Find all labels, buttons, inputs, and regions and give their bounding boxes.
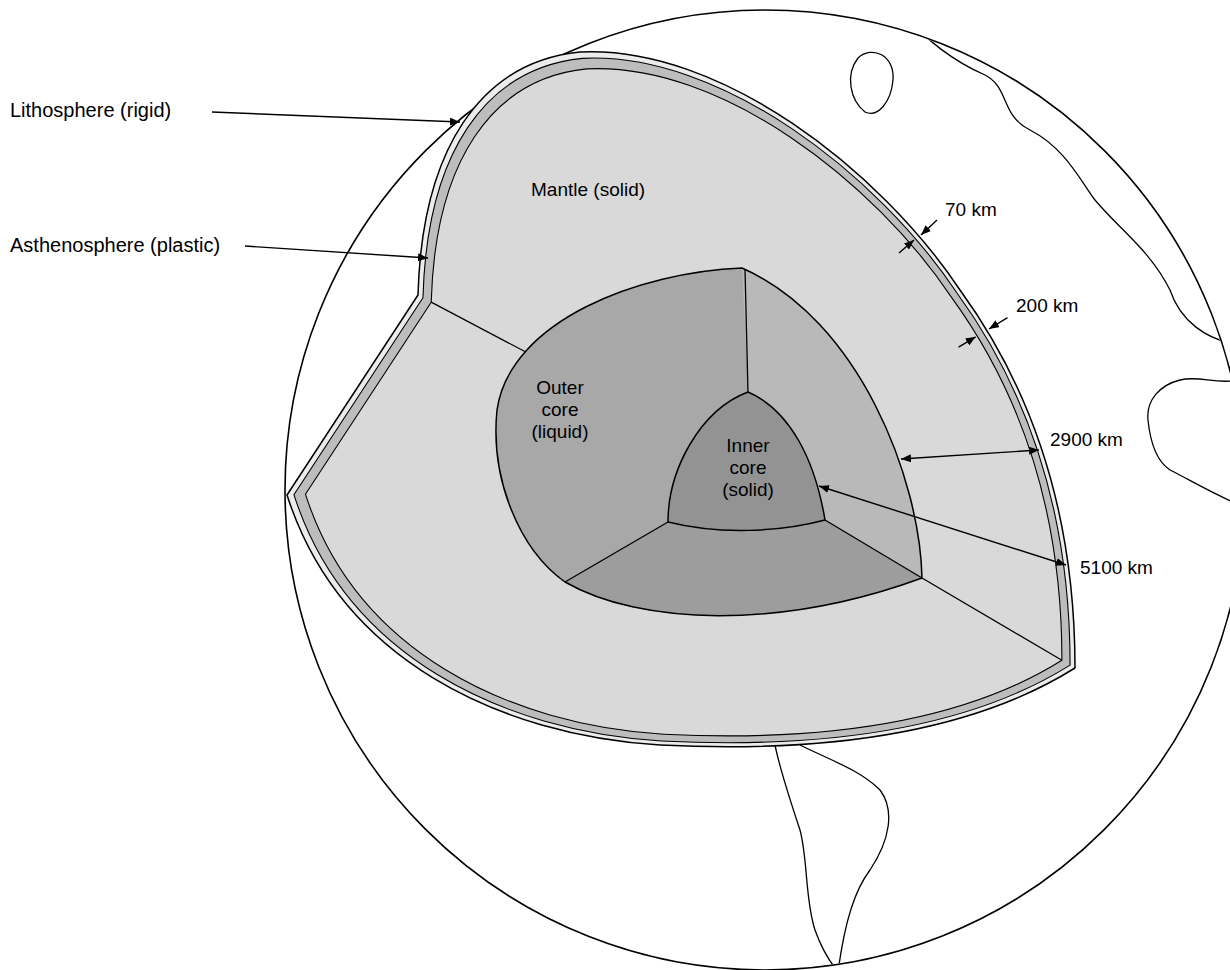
dimension-arrow [899,240,914,253]
depth-label: 200 km [1016,294,1078,318]
layer-name: Inner core (solid) [715,435,781,501]
dimension-arrow [959,337,976,347]
leader-arrow [245,246,428,258]
outer-core-face [565,520,922,616]
mantle-region: Mantle (solid) Outer core (liquid) Inner c… [280,40,1080,755]
dimension-arrow [901,450,1039,459]
dimension-arrow [921,220,937,235]
outer-core-region: Outer core (liquid) Inner core (solid) [490,262,930,632]
layer-label: Asthenosphere (plastic) [10,233,220,257]
continent-coast [800,745,889,970]
outer-core-fill [496,268,922,616]
depth-label: 5100 km [1080,556,1153,580]
depth-label: 70 km [945,198,997,222]
dimension-arrow [819,486,1066,565]
inner-core-region: Inner core (solid) [664,388,830,538]
depth-label: 2900 km [1050,428,1123,452]
leader-arrow [212,112,460,122]
continent-coast [775,745,838,970]
cut-edge [825,520,922,578]
cut-edge [922,578,1062,660]
dimension-arrow [989,318,1008,329]
mantle-layer [305,69,1061,736]
outer-core-outline [496,268,922,616]
inner-core-shape [668,392,825,530]
asthenosphere-layer [294,58,1070,743]
layer-label: Lithosphere (rigid) [10,98,171,122]
cut-edge [745,269,748,393]
continent-coast [1148,379,1230,505]
layer-name: Outer core (liquid) [524,377,596,443]
lithosphere-layer [287,52,1075,747]
cut-edge [565,522,668,582]
layer-name: Mantle (solid) [531,179,645,201]
globe-outline [285,10,1230,970]
island-coast [851,52,894,113]
